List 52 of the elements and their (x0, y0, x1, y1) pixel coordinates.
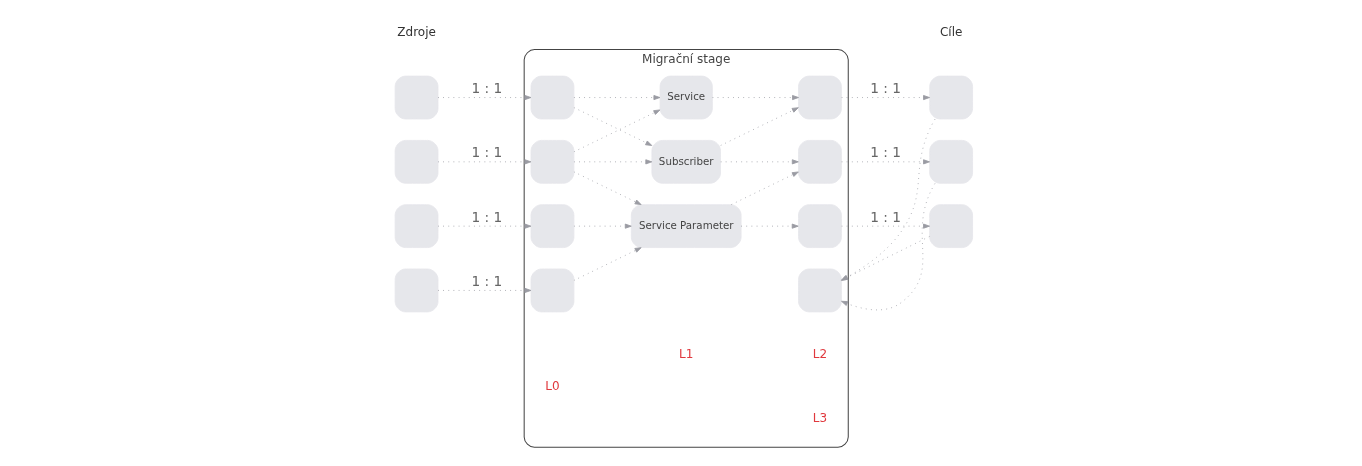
label: L2 (812, 346, 827, 361)
edge-label: 1 : 1 (869, 208, 901, 225)
node-box (928, 75, 973, 120)
arrow (840, 159, 930, 165)
node-box (394, 140, 438, 184)
node-box (797, 75, 842, 120)
node-box (394, 204, 438, 248)
label: Cíle (939, 25, 962, 40)
arrow (573, 95, 660, 101)
arrow (719, 107, 799, 146)
node-box: Service (659, 75, 713, 120)
arrow (573, 109, 660, 153)
node-box (928, 140, 973, 184)
arrow (840, 183, 935, 311)
node-box (530, 140, 574, 184)
node-box (394, 75, 438, 120)
arrow (573, 247, 642, 281)
arrow (719, 159, 799, 165)
arrow (573, 223, 632, 229)
label: L1 (678, 346, 693, 361)
arrow (840, 118, 935, 281)
node-box (797, 268, 842, 313)
node-box (530, 204, 574, 248)
arrow (437, 95, 531, 101)
arrow (840, 223, 930, 229)
node-box (797, 204, 842, 248)
label: Zdroje (396, 25, 436, 40)
arrow (437, 287, 531, 293)
edge-label: 1 : 1 (471, 272, 502, 289)
arrow (437, 159, 531, 165)
edge-label: 1 : 1 (869, 144, 901, 161)
edge-label: 1 : 1 (471, 80, 502, 97)
node-box (530, 75, 574, 120)
arrow (840, 236, 930, 281)
arrow (730, 171, 799, 205)
arrow (740, 223, 799, 229)
node-box: Service Parameter (630, 204, 741, 248)
edge-label: 1 : 1 (471, 144, 502, 161)
node-box (394, 268, 438, 313)
node-box (797, 140, 842, 184)
edge-label: 1 : 1 (471, 208, 502, 225)
node-box (928, 204, 973, 248)
arrow (573, 171, 642, 206)
arrow (437, 223, 531, 229)
label: L3 (812, 411, 827, 426)
arrow (573, 107, 652, 146)
arrow (573, 159, 652, 165)
arrow (840, 95, 930, 101)
edge-label: 1 : 1 (869, 80, 901, 97)
node-box: Subscriber (651, 140, 721, 184)
node-box (530, 268, 574, 313)
label: L0 (544, 378, 560, 393)
